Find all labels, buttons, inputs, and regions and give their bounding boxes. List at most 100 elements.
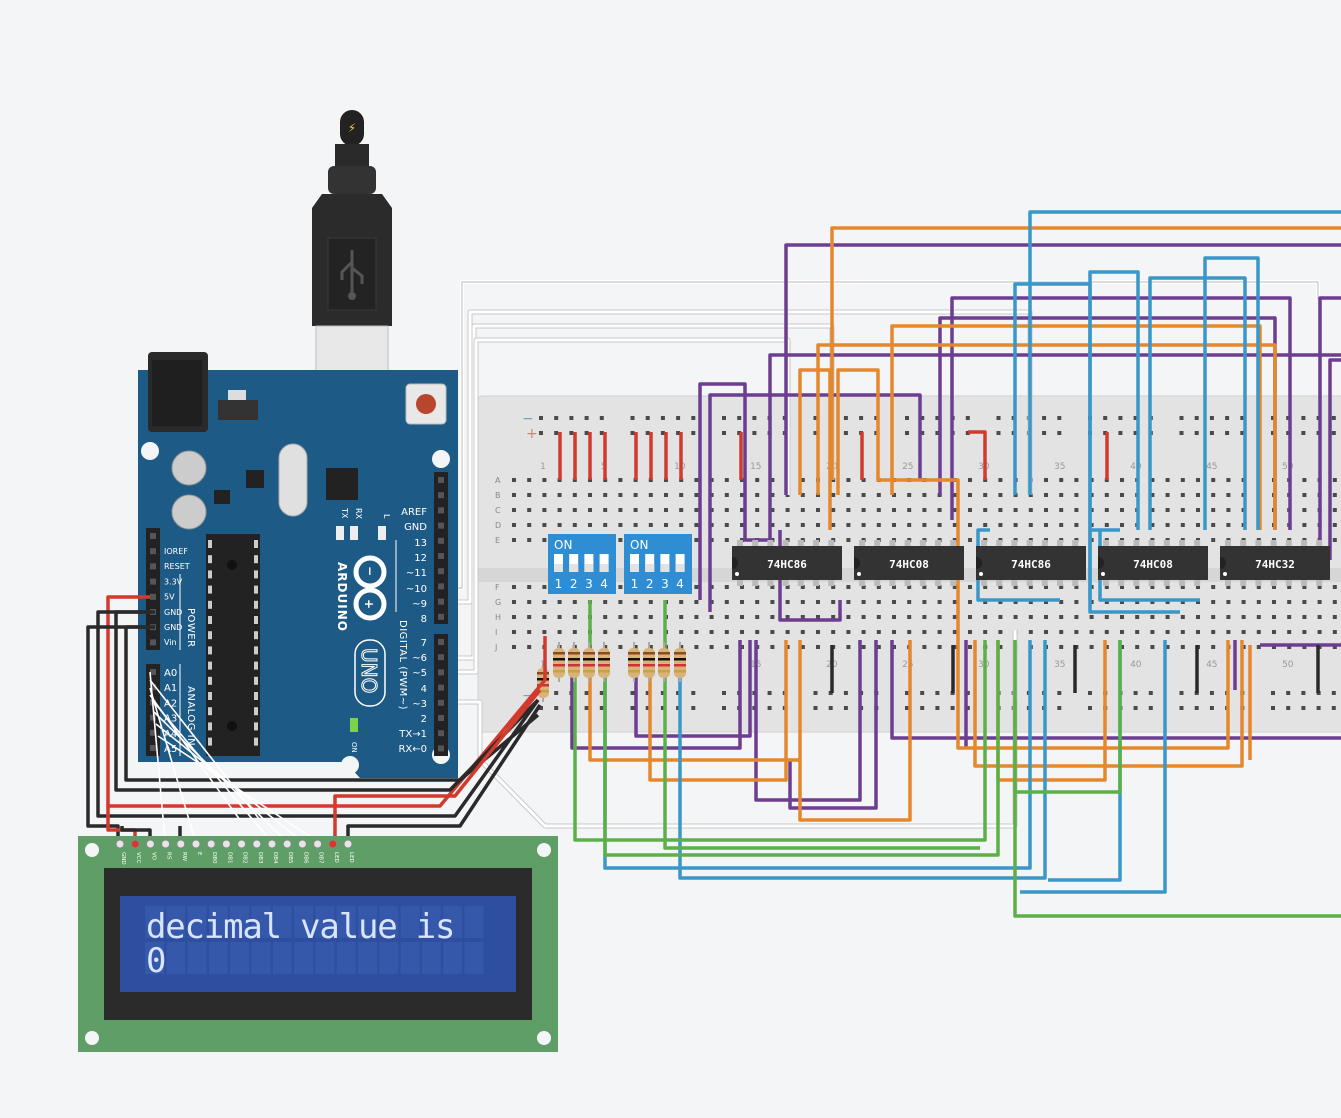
breadboard-hole[interactable] [1272,585,1276,589]
breadboard-hole[interactable] [1317,615,1322,619]
breadboard-hole[interactable] [861,585,866,589]
rail-hole[interactable] [905,691,909,695]
breadboard-hole[interactable] [1150,630,1155,634]
breadboard-hole[interactable] [694,493,699,497]
rail-hole[interactable] [1301,416,1306,420]
rail-hole[interactable] [859,416,864,420]
header-pin[interactable] [150,563,156,570]
breadboard-hole[interactable] [1120,630,1124,634]
rail-hole[interactable] [752,416,757,420]
breadboard-hole[interactable] [1241,630,1246,634]
breadboard-hole[interactable] [907,508,912,512]
breadboard-hole[interactable] [1104,630,1109,634]
breadboard-hole[interactable] [983,630,988,634]
rail-hole[interactable] [905,431,909,435]
breadboard-hole[interactable] [922,523,927,527]
breadboard-hole[interactable] [831,585,836,589]
breadboard-hole[interactable] [816,523,820,527]
rail-hole[interactable] [1240,431,1245,435]
breadboard-hole[interactable] [1120,493,1124,497]
breadboard-hole[interactable] [1196,585,1200,589]
breadboard-hole[interactable] [770,523,775,527]
breadboard-hole[interactable] [1120,478,1124,482]
breadboard-hole[interactable] [1256,615,1261,619]
breadboard-hole[interactable] [527,645,532,649]
breadboard-hole[interactable] [1332,630,1337,634]
rail-hole[interactable] [1286,706,1291,710]
breadboard-hole[interactable] [1272,630,1276,634]
breadboard-hole[interactable] [1287,585,1292,589]
breadboard-hole[interactable] [1256,600,1261,604]
breadboard-hole[interactable] [876,630,881,634]
rail-hole[interactable] [676,431,681,435]
rail-hole[interactable] [950,706,955,710]
breadboard-hole[interactable] [1226,585,1231,589]
breadboard-hole[interactable] [648,600,653,604]
breadboard-hole[interactable] [740,508,744,512]
breadboard-hole[interactable] [1211,508,1216,512]
breadboard-hole[interactable] [1302,645,1307,649]
lcd-pin[interactable] [313,839,323,849]
breadboard-hole[interactable] [1226,523,1231,527]
breadboard-hole[interactable] [1120,615,1124,619]
breadboard-hole[interactable] [1013,585,1018,589]
rail-hole[interactable] [1179,416,1184,420]
dip-toggle[interactable] [554,554,563,572]
breadboard-hole[interactable] [770,630,775,634]
breadboard-hole[interactable] [770,508,775,512]
rail-hole[interactable] [1286,416,1291,420]
breadboard-hole[interactable] [1196,615,1200,619]
breadboard-hole[interactable] [846,538,851,542]
rail-hole[interactable] [920,431,925,435]
rail-hole[interactable] [1088,691,1092,695]
breadboard-hole[interactable] [937,585,942,589]
rail-hole[interactable] [1209,706,1214,710]
breadboard-hole[interactable] [709,630,714,634]
rail-hole[interactable] [843,706,848,710]
breadboard-hole[interactable] [1302,615,1307,619]
rail-hole[interactable] [1271,691,1275,695]
rail-hole[interactable] [584,416,589,420]
breadboard-hole[interactable] [724,508,729,512]
rail-hole[interactable] [691,431,696,435]
breadboard-hole[interactable] [512,585,516,589]
header-pin[interactable] [150,745,156,751]
rail-hole[interactable] [1042,416,1047,420]
breadboard-hole[interactable] [1226,600,1231,604]
breadboard-hole[interactable] [800,493,805,497]
breadboard-hole[interactable] [998,493,1003,497]
breadboard-hole[interactable] [1302,493,1307,497]
rail-hole[interactable] [905,416,909,420]
breadboard-hole[interactable] [1196,630,1200,634]
rail-hole[interactable] [1118,416,1123,420]
breadboard-hole[interactable] [1135,630,1140,634]
breadboard-hole[interactable] [572,508,577,512]
rail-hole[interactable] [645,706,650,710]
lcd-pin[interactable] [267,839,277,849]
breadboard-hole[interactable] [846,508,851,512]
rail-hole[interactable] [935,691,940,695]
breadboard-hole[interactable] [740,585,744,589]
breadboard-hole[interactable] [694,538,699,542]
rail-hole[interactable] [584,706,589,710]
breadboard-hole[interactable] [694,478,699,482]
rail-hole[interactable] [645,691,650,695]
breadboard-hole[interactable] [800,615,805,619]
breadboard-hole[interactable] [1211,615,1216,619]
header-pin[interactable] [438,654,444,661]
breadboard-hole[interactable] [603,523,608,527]
breadboard-hole[interactable] [542,508,547,512]
breadboard-hole[interactable] [952,523,957,527]
breadboard-hole[interactable] [1044,630,1048,634]
dip-toggle[interactable] [569,554,579,572]
rail-hole[interactable] [767,706,772,710]
rail-hole[interactable] [1194,431,1199,435]
breadboard-hole[interactable] [816,600,820,604]
breadboard-hole[interactable] [618,493,623,497]
rail-hole[interactable] [1194,706,1199,710]
breadboard-hole[interactable] [542,523,547,527]
lcd-pin[interactable] [145,839,155,849]
header-pin[interactable] [438,537,444,544]
